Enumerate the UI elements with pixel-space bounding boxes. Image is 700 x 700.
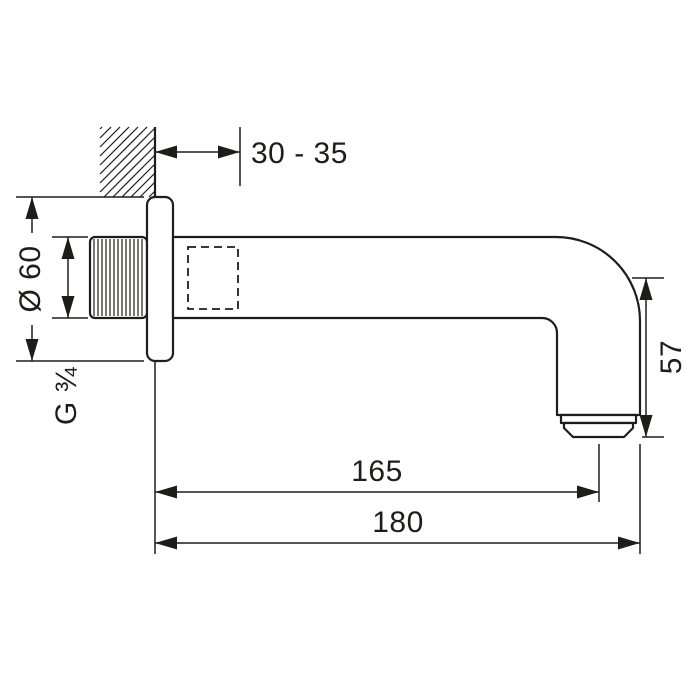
arrow-right-icon: [577, 485, 599, 499]
dim-label-thread: G ¾: [50, 366, 83, 425]
arrow-left-icon: [155, 485, 177, 499]
dim-wall-distance: 30 - 35: [155, 127, 348, 186]
arrow-up-icon: [25, 197, 39, 219]
arrow-up-icon: [639, 278, 653, 300]
arrow-down-icon: [25, 339, 39, 361]
escutcheon: [145, 195, 175, 363]
spout-body: [171, 235, 642, 417]
arrow-right-icon: [218, 145, 240, 159]
arrow-down-icon: [639, 415, 653, 437]
arrow-left-icon: [155, 145, 177, 159]
dim-outlet-drop: 57: [632, 277, 688, 438]
dim-label-outlet-drop: 57: [655, 340, 688, 374]
dim-label-wall-distance: 30 - 35: [251, 137, 348, 170]
outlet-aerator: [559, 413, 638, 439]
dim-reach-180: 180: [155, 444, 641, 554]
knurl-texture: [93, 239, 143, 316]
wall-hatch: [99, 126, 156, 198]
dim-reach-165: 165: [155, 444, 600, 502]
dim-escutcheon-diameter: Ø 60: [14, 196, 144, 362]
dim-thread: G ¾: [50, 236, 88, 425]
arrow-up-icon: [61, 237, 75, 259]
hidden-inlet-outline: [187, 246, 239, 310]
dim-label-reach-180: 180: [372, 506, 424, 539]
dim-label-diameter: Ø 60: [14, 245, 47, 312]
dim-label-reach-165: 165: [351, 455, 403, 488]
arrow-right-icon: [618, 536, 640, 550]
arrow-down-icon: [61, 296, 75, 318]
arrow-left-icon: [155, 536, 177, 550]
threaded-connector: [88, 235, 149, 320]
